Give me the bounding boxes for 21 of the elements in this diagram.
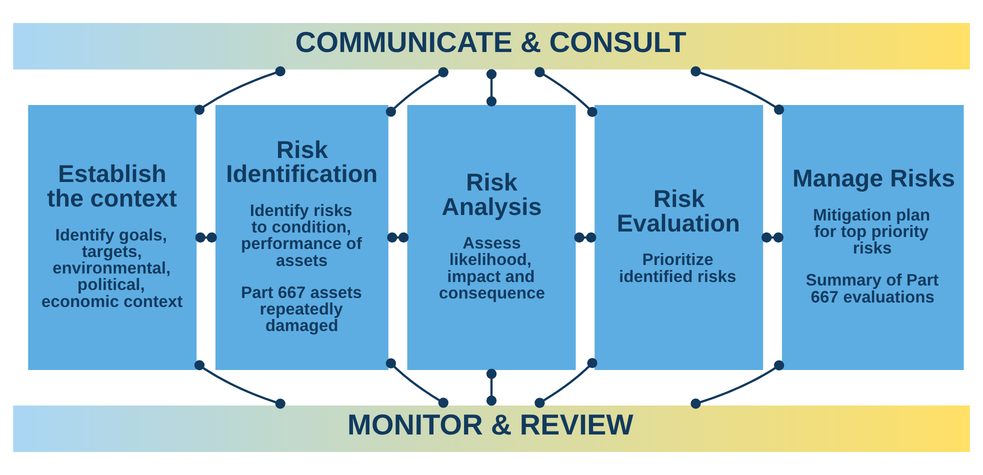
node-box: COMMUNICATE & CONSULT: [12, 22, 971, 71]
connector: [386, 67, 448, 117]
connector: [387, 232, 409, 243]
connector: [386, 358, 448, 408]
connector: [761, 232, 784, 243]
node-box: Manage Risks Mitigation plan for top priority risks Summary of Part 667 evaluations: [782, 105, 964, 370]
node-box: MONITOR & REVIEW: [12, 404, 971, 454]
connector: [486, 368, 497, 406]
connector: [534, 67, 598, 118]
connector: [690, 66, 784, 115]
connector: [194, 360, 286, 409]
node-box: Risk Evaluation Prioritize identified risks: [594, 105, 764, 370]
connector: [486, 69, 497, 106]
connector: [534, 358, 598, 408]
connector: [194, 66, 286, 115]
node-box: Establish the context Identify goals, targets, environmental, political, economic context: [28, 105, 197, 370]
node-box: Risk Identification Identify risks to condition, performance of assets Part 667 assets repeatedly damaged: [215, 105, 388, 370]
node-box: Risk Analysis Assess likelihood, impact and consequence: [407, 105, 576, 370]
connector: [195, 232, 217, 243]
connector: [574, 232, 596, 243]
connector: [690, 360, 784, 409]
